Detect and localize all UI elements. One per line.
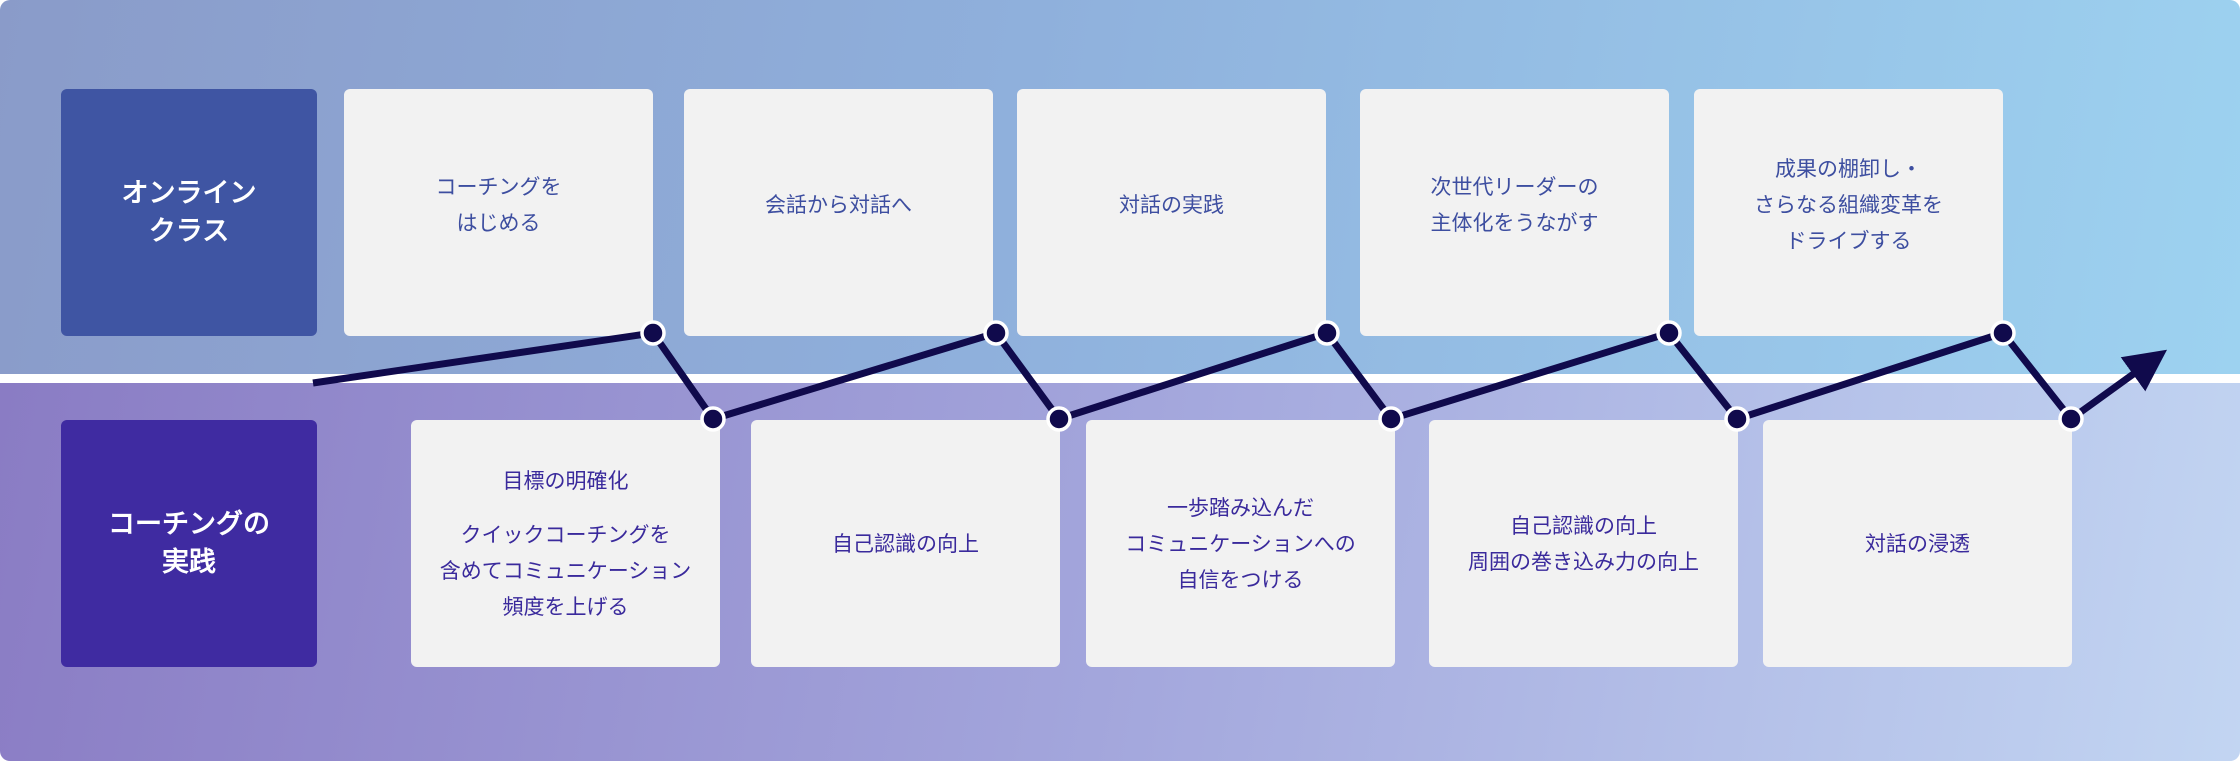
coaching-practice-label: コーチングの 実践: [61, 420, 317, 667]
online-step-2: 会話から対話へ: [684, 89, 993, 336]
online-step-4: 次世代リーダーの 主体化をうながす: [1360, 89, 1669, 336]
milestone-dot: [2058, 406, 2084, 432]
milestone-dot: [1724, 406, 1750, 432]
milestone-dot: [700, 406, 726, 432]
practice-step-title: 目標の明確化: [502, 468, 629, 493]
practice-step-title: 自己認識の向上: [832, 531, 979, 556]
milestone-dot: [1046, 406, 1072, 432]
practice-step-2: 自己認識の向上: [751, 420, 1060, 667]
milestone-dot: [1656, 320, 1682, 346]
practice-step-5: 対話の浸透: [1763, 420, 2072, 667]
practice-step-3: 一歩踏み込んだ コミュニケーションへの 自信をつける: [1086, 420, 1395, 667]
practice-step-title: 自己認識の向上 周囲の巻き込み力の向上: [1468, 513, 1699, 574]
milestone-dot: [1378, 406, 1404, 432]
milestone-dot: [1314, 320, 1340, 346]
online-step-5: 成果の棚卸し・ さらなる組織変革を ドライブする: [1694, 89, 2003, 336]
online-step-1: コーチングを はじめる: [344, 89, 653, 336]
arrow-icon: [2068, 349, 2168, 422]
zigzag-path: [312, 329, 2074, 423]
practice-step-title: 対話の浸透: [1865, 531, 1970, 556]
milestone-dot: [1990, 320, 2016, 346]
practice-step-1: 目標の明確化 クイックコーチングを 含めてコミュニケーション 頻度を上げる: [411, 420, 720, 667]
online-step-3: 対話の実践: [1017, 89, 1326, 336]
milestone-dot: [640, 320, 666, 346]
milestone-dot: [983, 320, 1009, 346]
online-class-label: オンライン クラス: [61, 89, 317, 336]
practice-step-detail: クイックコーチングを 含めてコミュニケーション 頻度を上げる: [439, 522, 692, 619]
practice-step-title: 一歩踏み込んだ コミュニケーションへの 自信をつける: [1125, 495, 1356, 592]
practice-step-4: 自己認識の向上 周囲の巻き込み力の向上: [1429, 420, 1738, 667]
